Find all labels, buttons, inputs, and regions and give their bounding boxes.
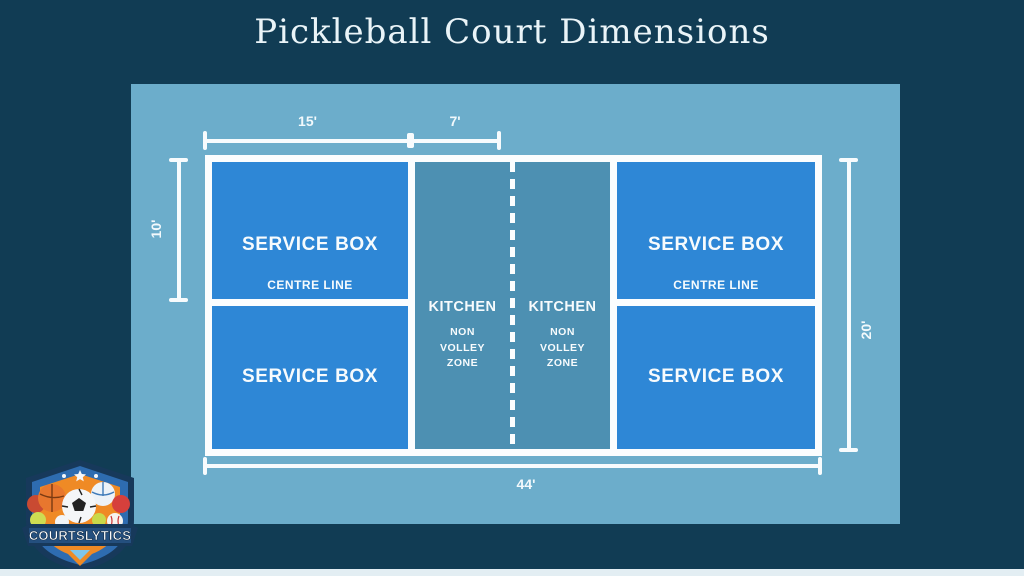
top-dimension-tick-left: [203, 131, 207, 150]
bottom-dimension-line: [205, 464, 822, 468]
kitchen-left-half: KITCHEN NON VOLLEY ZONE: [415, 162, 510, 449]
dimension-label-7ft: 7': [449, 113, 461, 129]
left-dimension-cap-bottom: [169, 298, 188, 302]
page-title: Pickleball Court Dimensions: [254, 12, 770, 52]
service-box-label: SERVICE BOX: [647, 366, 785, 387]
service-box-bottom-left: SERVICE BOX: [212, 306, 408, 449]
left-dimension-cap-top: [169, 158, 188, 162]
right-dimension-cap-bottom: [839, 448, 858, 452]
bottom-dimension-tick-right: [818, 457, 822, 475]
dimension-label-15ft: 15': [298, 113, 317, 129]
red-ball-icon: [112, 495, 130, 513]
service-box-top-left: SERVICE BOX CENTRE LINE: [212, 162, 408, 299]
kitchen-label: KITCHEN: [528, 299, 597, 315]
left-dimension-line: [177, 160, 181, 302]
kitchen-zone: KITCHEN NON VOLLEY ZONE KITCHEN NON VOLL…: [415, 162, 610, 449]
non-volley-zone-line: NON: [450, 326, 475, 338]
non-volley-zone-line: ZONE: [546, 357, 579, 369]
bottom-dimension-tick-left: [203, 457, 207, 475]
dimension-label-44ft: 44': [516, 476, 536, 492]
kitchen-label: KITCHEN: [428, 299, 497, 315]
service-box-bottom-right: SERVICE BOX: [617, 306, 815, 449]
kitchen-right-half: KITCHEN NON VOLLEY ZONE: [515, 162, 610, 449]
pickleball-court: SERVICE BOX CENTRE LINE SERVICE BOX KITC…: [205, 155, 822, 456]
bottom-accent-strip: [0, 569, 1024, 576]
service-box-label: SERVICE BOX: [241, 234, 379, 255]
non-volley-zone-line: ZONE: [446, 357, 479, 369]
non-volley-zone-line: VOLLEY: [539, 341, 585, 354]
right-dimension-cap-top: [839, 158, 858, 162]
service-box-top-right: SERVICE BOX CENTRE LINE: [617, 162, 815, 299]
courtslytics-logo: COURTSLYTICS: [22, 460, 138, 571]
centre-line-label: CENTRE LINE: [673, 278, 759, 292]
service-box-label: SERVICE BOX: [647, 234, 785, 255]
dimension-label-10ft: 10': [148, 219, 164, 239]
net-centre-dashed-line: [510, 162, 515, 449]
star-icon: [62, 474, 66, 478]
top-dimension-line: [205, 139, 500, 143]
logo-wordmark: COURTSLYTICS: [29, 528, 131, 543]
top-dimension-tick-middle: [407, 133, 414, 148]
star-icon: [94, 474, 98, 478]
top-dimension-tick-right: [497, 131, 501, 150]
dimension-label-20ft: 20': [858, 320, 874, 340]
centre-line-label: CENTRE LINE: [267, 278, 353, 292]
non-volley-zone-line: NON: [550, 326, 575, 338]
non-volley-zone-line: VOLLEY: [439, 341, 485, 354]
star-icon: [74, 470, 86, 482]
tennis-ball-icon: [92, 513, 106, 527]
right-dimension-line: [847, 160, 851, 450]
service-box-label: SERVICE BOX: [241, 366, 379, 387]
